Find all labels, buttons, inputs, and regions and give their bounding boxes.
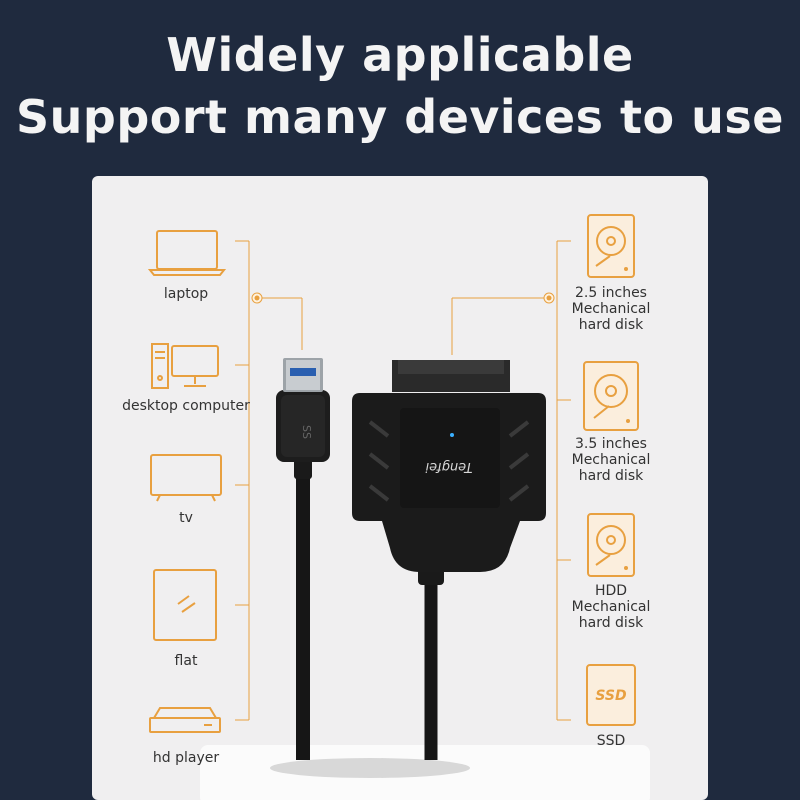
hard-disk-icon xyxy=(583,361,639,431)
hard-disk-icon xyxy=(587,214,635,278)
device-label-hd-player: hd player xyxy=(152,750,220,766)
device-label-desktop-computer: desktop computer xyxy=(122,398,250,414)
usb-ss-mark: SS xyxy=(300,425,313,439)
desktop-computer-icon xyxy=(151,343,219,389)
device-label-hdd: HDD Mechanical hard disk xyxy=(571,583,651,631)
sata-adapter: Tengfei xyxy=(352,360,546,760)
usb-cable: SS xyxy=(276,358,330,760)
right-bracket xyxy=(451,240,571,721)
headline-line-2: Support many devices to use xyxy=(16,90,784,144)
hard-disk-icon xyxy=(587,513,635,577)
device-label-2-5-inch-hdd: 2.5 inches Mechanical hard disk xyxy=(571,285,651,333)
hd-player-icon xyxy=(149,707,221,733)
ssd-badge-text: SSD xyxy=(595,688,626,704)
device-label-laptop: laptop xyxy=(163,286,209,302)
laptop-icon xyxy=(147,230,227,276)
pedestal-hole xyxy=(270,758,470,778)
left-bracket xyxy=(235,240,303,721)
device-label-flat: flat xyxy=(174,653,198,669)
tv-icon xyxy=(150,454,222,502)
device-label-ssd: SSD xyxy=(596,733,626,749)
device-label-3-5-inch-hdd: 3.5 inches Mechanical hard disk xyxy=(571,436,651,484)
tablet-icon xyxy=(153,569,217,641)
ssd-icon: SSD xyxy=(586,664,636,726)
brand-logo-text: Tengfei xyxy=(425,459,472,474)
device-label-tv: tv xyxy=(179,510,193,526)
headline-line-1: Widely applicable xyxy=(166,28,634,82)
